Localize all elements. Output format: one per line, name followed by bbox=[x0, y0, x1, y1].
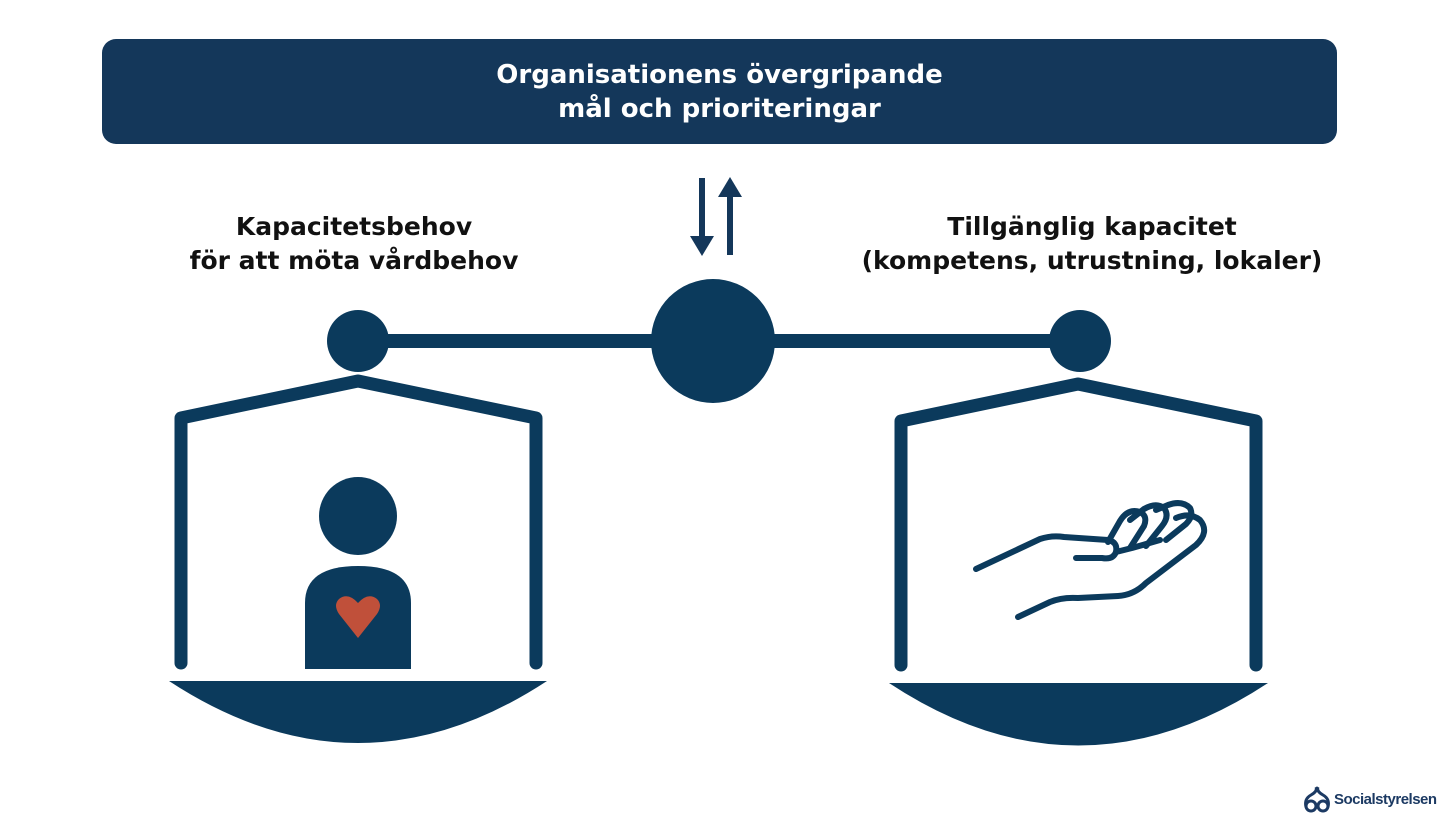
scale-pivot bbox=[651, 279, 775, 403]
banner-line-2: mål och prioriteringar bbox=[558, 93, 881, 124]
right-beam-knob bbox=[1049, 310, 1111, 372]
banner-line-1: Organisationens övergripande bbox=[496, 59, 943, 90]
right-label-line-2: (kompetens, utrustning, lokaler) bbox=[861, 246, 1323, 275]
right-pan bbox=[889, 377, 1268, 746]
goals-banner: Organisationens övergripande mål och pri… bbox=[102, 39, 1337, 144]
right-pan-label: Tillgänglig kapacitet (kompetens, utrust… bbox=[842, 210, 1342, 278]
left-label-line-2: för att möta vårdbehov bbox=[189, 246, 519, 275]
logo-text: Socialstyrelsen bbox=[1334, 790, 1437, 808]
bidirectional-arrows-icon bbox=[690, 177, 742, 256]
left-beam-knob bbox=[327, 310, 389, 372]
left-pan bbox=[169, 374, 547, 743]
left-pan-bowl bbox=[169, 681, 547, 743]
person-with-heart-icon bbox=[305, 477, 411, 669]
left-label-line-1: Kapacitetsbehov bbox=[235, 212, 473, 241]
right-label-line-1: Tillgänglig kapacitet bbox=[947, 212, 1237, 241]
socialstyrelsen-emblem-icon bbox=[1304, 786, 1330, 813]
socialstyrelsen-logo: Socialstyrelsen bbox=[1302, 785, 1437, 813]
left-pan-label: Kapacitetsbehov för att möta vårdbehov bbox=[154, 210, 554, 278]
scale-beam bbox=[327, 279, 1111, 403]
heart-icon bbox=[336, 596, 380, 638]
right-pan-bowl bbox=[889, 683, 1268, 746]
open-hand-icon bbox=[973, 500, 1208, 620]
